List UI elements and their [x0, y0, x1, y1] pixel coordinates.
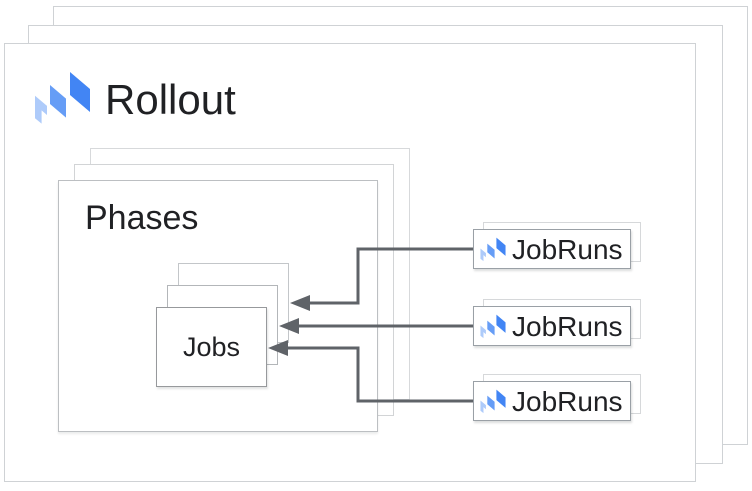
- jobs-label: Jobs: [182, 331, 241, 362]
- rollout-header: Rollout: [34, 68, 236, 128]
- cloud-deploy-icon: [480, 237, 506, 262]
- phases-title: Phases: [85, 199, 199, 237]
- jobrun-card-1: JobRuns: [473, 229, 631, 269]
- cloud-deploy-icon: [480, 314, 506, 339]
- jobrun-label: JobRuns: [512, 233, 623, 265]
- jobrun-label: JobRuns: [512, 385, 623, 417]
- cloud-deploy-icon: [34, 71, 91, 125]
- jobrun-card-3: JobRuns: [473, 381, 631, 421]
- cloud-deploy-icon: [480, 389, 506, 414]
- jobrun-label: JobRuns: [512, 310, 623, 342]
- jobrun-card-2: JobRuns: [473, 306, 631, 346]
- jobs-card: Jobs: [156, 307, 267, 387]
- rollout-title: Rollout: [105, 76, 236, 123]
